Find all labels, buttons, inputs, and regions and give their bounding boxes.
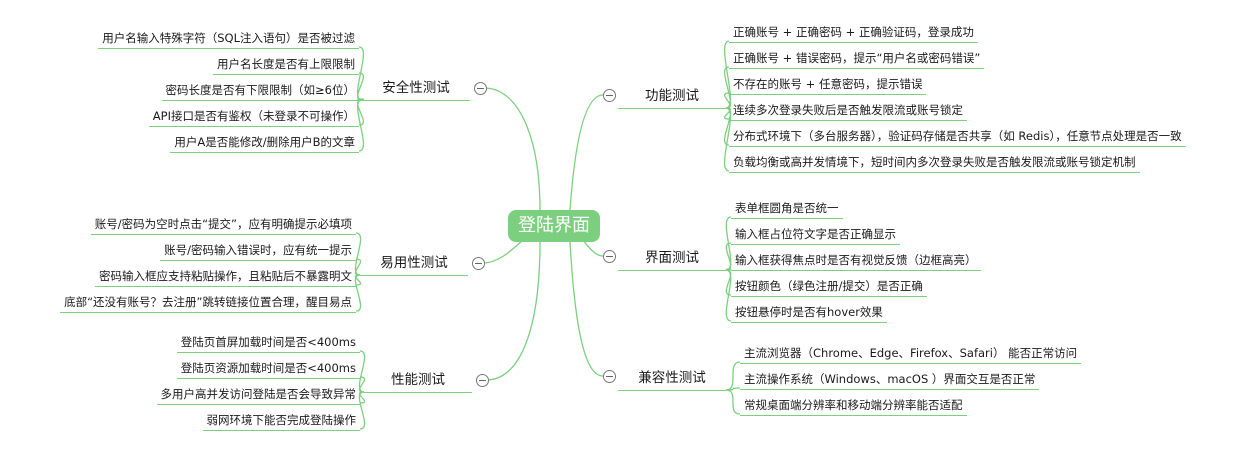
central-topic[interactable]: 登陆界面 [508, 210, 600, 242]
leaf-interface-4[interactable]: 按钮颜色（绿色注册/提交）是否正确 [731, 276, 927, 297]
branch-compatibility[interactable]: 兼容性测试 [618, 366, 726, 391]
connector-line [569, 94, 604, 211]
collapse-icon[interactable]: − [603, 370, 616, 383]
connector-line [357, 99, 364, 152]
connector-line [569, 241, 604, 377]
leaf-security-2[interactable]: 用户名长度是否有上限限制 [213, 54, 359, 75]
collapse-icon[interactable]: − [474, 82, 487, 95]
leaf-compat-1[interactable]: 主流浏览器（Chrome、Edge、Firefox、Safari） 能否正常访问 [740, 343, 1082, 364]
leaf-interface-5[interactable]: 按钮悬停时是否有hover效果 [731, 302, 887, 323]
leaf-function-5[interactable]: 分布式环境下（多台服务器），验证码存储是否共享（如 Redis），任意节点处理是… [729, 126, 1186, 147]
connector-line [725, 361, 741, 391]
connector-line [358, 350, 366, 393]
collapse-icon[interactable]: − [472, 257, 485, 270]
leaf-interface-1[interactable]: 表单框圆角是否统一 [731, 198, 843, 219]
leaf-usability-4[interactable]: 底部“还没有账号？去注册”跳转链接位置合理，醒目易点 [60, 292, 356, 313]
leaf-function-6[interactable]: 负载均衡或高并发情境下，短时间内多次登录失败是否触发限流或账号锁定机制 [729, 152, 1140, 173]
leaf-performance-4[interactable]: 弱网环境下能否完成登陆操作 [202, 410, 360, 431]
leaf-interface-3[interactable]: 输入框获得焦点时是否有视觉反馈（边框高亮） [731, 250, 981, 271]
connector-line [354, 232, 362, 276]
leaf-performance-1[interactable]: 登陆页首屏加载时间是否<400ms [176, 332, 360, 353]
collapse-icon[interactable]: − [603, 250, 616, 263]
connector-line [723, 66, 732, 109]
connector-line [725, 389, 741, 415]
connector-line [354, 274, 362, 312]
leaf-performance-3[interactable]: 多用户高并发访问登陆是否会导致异常 [156, 384, 360, 405]
leaf-compat-3[interactable]: 常规桌面端分辨率和移动端分辨率能否适配 [740, 395, 967, 416]
leaf-performance-2[interactable]: 登陆页资源加载时间是否<400ms [176, 358, 360, 379]
connector-line [724, 107, 731, 172]
leaf-interface-2[interactable]: 输入框占位符文字是否正确显示 [731, 224, 900, 245]
leaf-function-2[interactable]: 正确账号 + 错误密码，提示“用户名或密码错误” [729, 48, 985, 69]
leaf-usability-3[interactable]: 密码输入框应支持粘贴操作，且粘贴后不暴露明文 [95, 266, 356, 287]
leaf-security-4[interactable]: API接口是否有鉴权（未登录不可操作） [148, 106, 359, 127]
branch-usability[interactable]: 易用性测试 [360, 251, 468, 276]
branch-function[interactable]: 功能测试 [618, 84, 726, 109]
branch-security[interactable]: 安全性测试 [362, 76, 470, 101]
leaf-usability-2[interactable]: 账号/密码输入错误时，应有统一提示 [160, 240, 356, 261]
connector-line [485, 87, 541, 211]
collapse-icon[interactable]: − [476, 374, 489, 387]
leaf-function-4[interactable]: 连续多次登录失败后是否触发限流或账号锁定 [729, 100, 967, 121]
leaf-compat-2[interactable]: 主流操作系统（Windows、macOS ）界面交互是否正常 [740, 369, 1040, 390]
leaf-security-5[interactable]: 用户A是否能修改/删除用户B的文章 [170, 132, 359, 153]
branch-performance[interactable]: 性能测试 [364, 368, 472, 393]
leaf-security-1[interactable]: 用户名输入特殊字符（SQL注入语句）是否被过滤 [98, 28, 359, 49]
collapse-icon[interactable]: − [603, 89, 616, 102]
connector-line [358, 391, 366, 430]
connector-line [725, 269, 732, 322]
leaf-usability-1[interactable]: 账号/密码为空时点击“提交”，应有明确提示必填项 [90, 214, 356, 235]
leaf-function-1[interactable]: 正确账号 + 正确密码 + 正确验证码，登录成功 [729, 22, 978, 43]
leaf-security-3[interactable]: 密码长度是否有下限限制（如≥6位） [161, 80, 359, 101]
connector-line [487, 241, 541, 381]
branch-interface[interactable]: 界面测试 [618, 246, 726, 271]
leaf-function-3[interactable]: 不存在的账号 + 任意密码，提示错误 [729, 74, 927, 95]
